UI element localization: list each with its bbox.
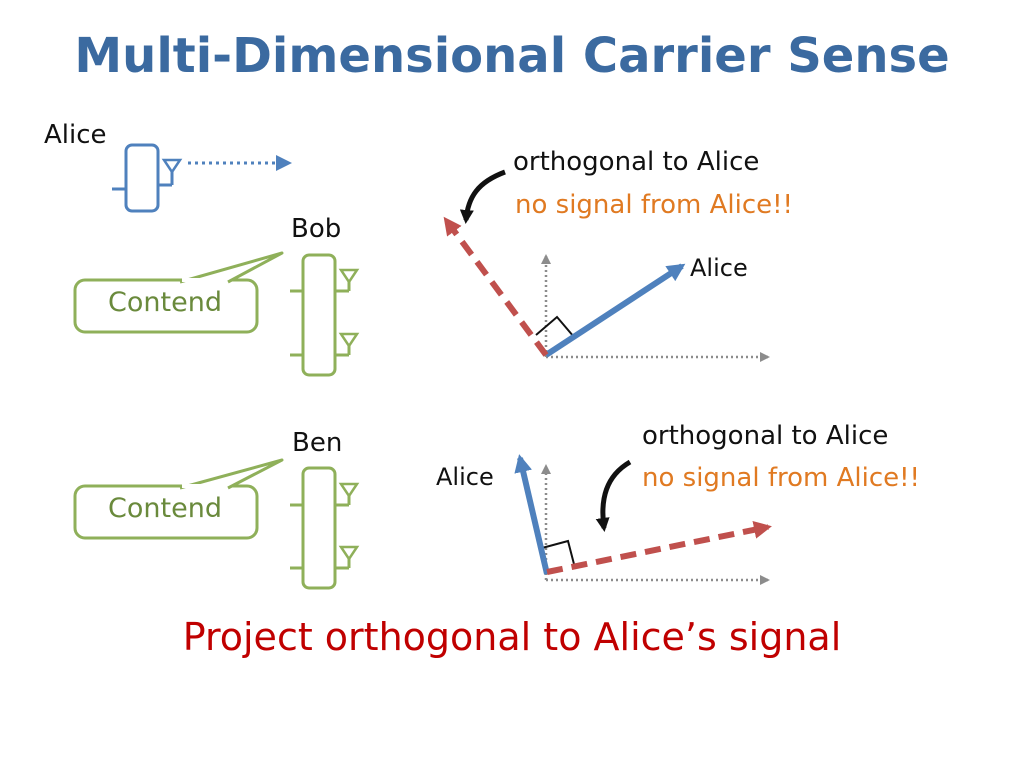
alice-antenna-icon bbox=[158, 158, 183, 187]
top-alice-vector bbox=[544, 263, 686, 358]
ben-label: Ben bbox=[292, 428, 343, 458]
bottom-projection-vector bbox=[546, 520, 772, 575]
slide-title: Multi-Dimensional Carrier Sense bbox=[74, 28, 950, 84]
bob-label: Bob bbox=[291, 214, 342, 244]
top-projection-vector bbox=[443, 216, 549, 357]
ben-bubble-text: Contend bbox=[108, 493, 222, 524]
bottom-right-angle-mark bbox=[541, 539, 576, 569]
bob-bubble-text: Contend bbox=[108, 287, 222, 318]
top-no-signal-note: no signal from Alice!! bbox=[515, 190, 793, 220]
bottom-vector-diagram bbox=[514, 454, 772, 585]
top-vector-diagram bbox=[443, 169, 770, 362]
top-orthogonal-note: orthogonal to Alice bbox=[513, 147, 760, 177]
alice-label: Alice bbox=[44, 120, 107, 150]
top-callout-arrow bbox=[459, 169, 506, 224]
conclusion-text: Project orthogonal to Alice’s signal bbox=[182, 615, 842, 659]
top-right-angle-mark bbox=[535, 315, 575, 338]
bob-contend-bubble bbox=[73, 251, 284, 334]
bottom-alice-vector-label: Alice bbox=[436, 463, 494, 491]
bob-node bbox=[290, 253, 360, 377]
bottom-callout-arrow bbox=[595, 459, 632, 532]
bob-antenna-icon bbox=[335, 268, 360, 357]
bottom-no-signal-note: no signal from Alice!! bbox=[642, 463, 920, 493]
alice-node bbox=[112, 143, 292, 213]
top-alice-vector-label: Alice bbox=[690, 254, 748, 282]
ben-contend-bubble bbox=[73, 458, 284, 540]
bottom-orthogonal-note: orthogonal to Alice bbox=[642, 421, 889, 451]
ben-node bbox=[290, 466, 360, 590]
bottom-alice-vector bbox=[514, 454, 550, 575]
ben-antenna-icon bbox=[335, 482, 360, 570]
